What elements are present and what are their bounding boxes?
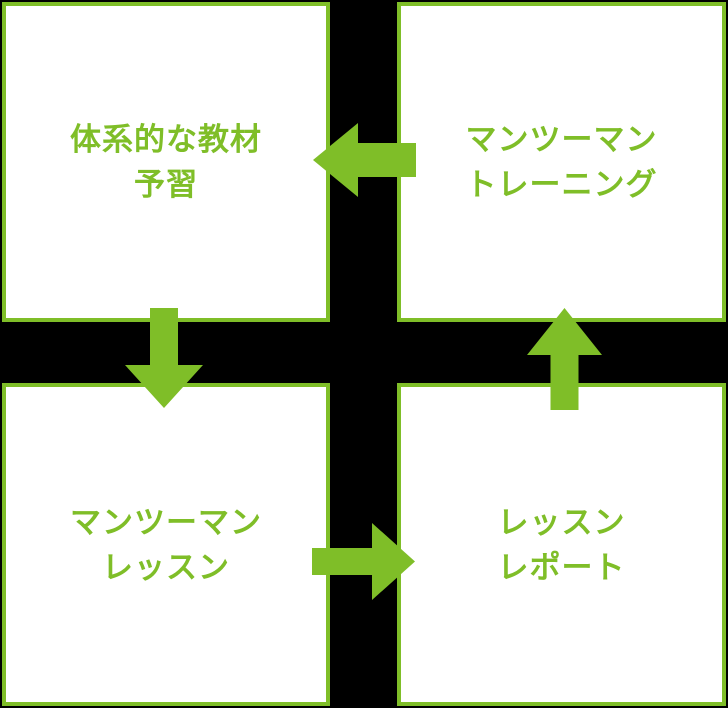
box-lesson-line2: レッスン (102, 549, 230, 585)
box-lesson-report: レッスン レポート (397, 383, 726, 706)
box-report-line1: レッスン (497, 504, 626, 540)
box-preparation-line2: 予習 (134, 167, 198, 202)
box-training-line1: マンツーマン (465, 122, 658, 157)
box-preparation-line1: 体系的な教材 (70, 122, 262, 157)
arrow-left-icon (313, 123, 416, 197)
box-report-line2: レポート (497, 549, 626, 585)
arrow-down-icon (125, 308, 203, 408)
arrow-up-icon (527, 308, 602, 410)
box-man-to-man-lesson: マンツーマン レッスン (2, 383, 330, 706)
arrow-right-icon (312, 523, 415, 600)
box-man-to-man-training: マンツーマン トレーニング (397, 2, 726, 322)
box-lesson-line1: マンツーマン (70, 504, 262, 540)
box-systematic-materials-preparation: 体系的な教材 予習 (2, 2, 330, 322)
box-training-line2: トレーニング (465, 167, 658, 202)
